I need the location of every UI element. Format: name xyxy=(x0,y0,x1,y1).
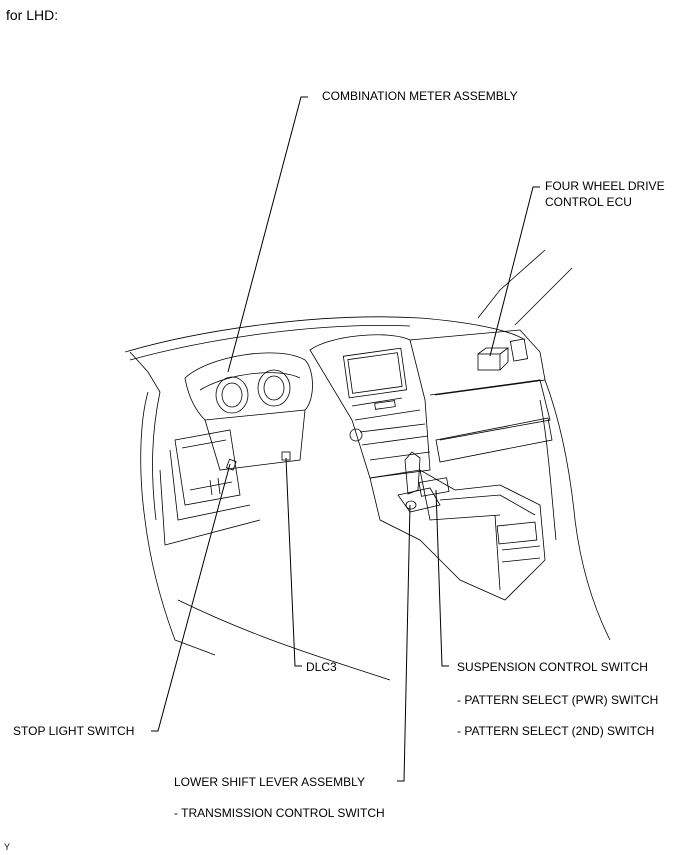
leader-lower-shift-lever xyxy=(397,504,411,782)
navigation-screen xyxy=(342,347,408,399)
label-dlc3: DLC3 xyxy=(306,660,337,674)
label-transmission-control-switch: - TRANSMISSION CONTROL SWITCH xyxy=(174,806,385,820)
label-four-wheel-drive-line1: FOUR WHEEL DRIVE xyxy=(545,179,665,193)
diagram-caption: for LHD: xyxy=(6,7,59,23)
label-pattern-select-2nd: - PATTERN SELECT (2ND) SWITCH xyxy=(457,724,655,738)
leader-combination-meter xyxy=(227,96,308,373)
dash-top-inner xyxy=(129,324,411,361)
center-console xyxy=(369,469,546,601)
dash-top-outline xyxy=(124,316,526,353)
leader-dlc3 xyxy=(285,457,302,667)
figure-mark: Y xyxy=(4,842,11,852)
windshield-pillar-right xyxy=(514,267,573,326)
leader-suspension-switch xyxy=(435,489,449,667)
leader-four-wheel-drive-ecu xyxy=(489,186,540,357)
4wd-ecu-body xyxy=(477,353,501,371)
leader-stop-light-switch xyxy=(151,463,231,732)
shift-lever xyxy=(404,451,421,495)
center-stack xyxy=(309,334,431,479)
label-suspension-control-switch: SUSPENSION CONTROL SWITCH xyxy=(457,660,648,674)
dash-left-side xyxy=(140,391,176,641)
label-combination-meter-assembly: COMBINATION METER ASSEMBLY xyxy=(322,89,518,103)
windshield-pillar xyxy=(477,249,546,319)
meter-hood xyxy=(184,352,313,421)
label-four-wheel-drive-line2: CONTROL ECU xyxy=(545,195,632,209)
label-lower-shift-lever-assembly: LOWER SHIFT LEVER ASSEMBLY xyxy=(174,775,365,789)
label-stop-light-switch: STOP LIGHT SWITCH xyxy=(13,724,135,738)
label-pattern-select-pwr: - PATTERN SELECT (PWR) SWITCH xyxy=(457,693,659,707)
gauge-left xyxy=(215,376,249,414)
gauge-right xyxy=(257,369,291,407)
